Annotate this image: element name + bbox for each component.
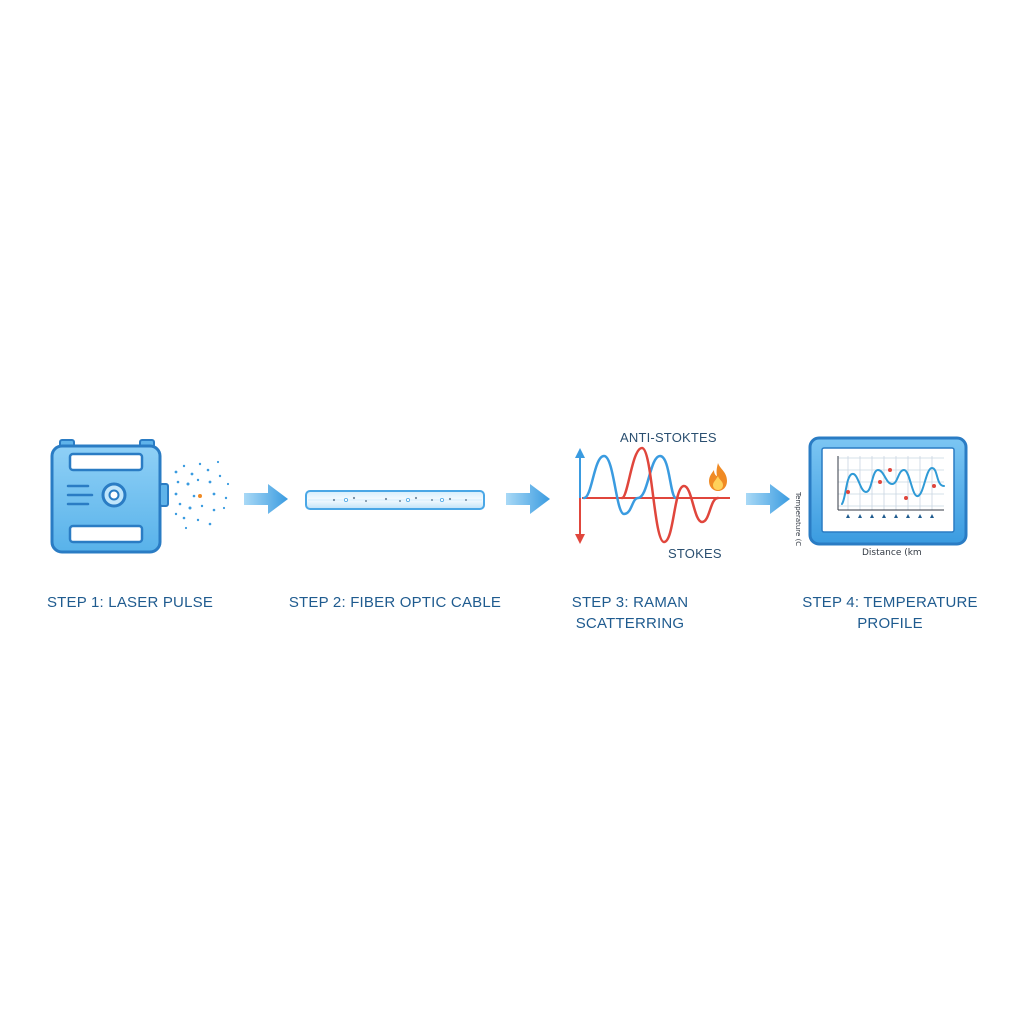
monitor-ylabel: Temperature (C (794, 492, 802, 547)
step-2-label: STEP 2: FIBER OPTIC CABLE (288, 594, 502, 611)
step-1-label: STEP 1: LASER PULSE (46, 594, 214, 611)
flow-arrow-2-icon (506, 484, 550, 514)
temperature-profile-line (841, 466, 945, 505)
flow-arrow-3-icon (746, 484, 790, 514)
raman-scattering-waves (575, 446, 730, 544)
flame-icon (709, 463, 727, 491)
fiber-optic-cable-icon (305, 490, 485, 510)
monitor-xlabel: Distance (km (862, 548, 922, 558)
step-4-label: STEP 4: TEMPERATURE PROFILE (802, 594, 978, 632)
temperature-monitor-icon (808, 436, 968, 546)
anti-stokes-label: ANTI-STOKTES (620, 430, 717, 445)
stokes-wave (620, 446, 720, 544)
step-3-label: STEP 3: RAMAN SCATTERRING (571, 594, 689, 632)
anti-stokes-wave (582, 454, 678, 516)
stokes-label: STOKES (668, 546, 722, 561)
laser-device-icon (50, 439, 230, 554)
flow-arrow-1-icon (244, 484, 288, 514)
